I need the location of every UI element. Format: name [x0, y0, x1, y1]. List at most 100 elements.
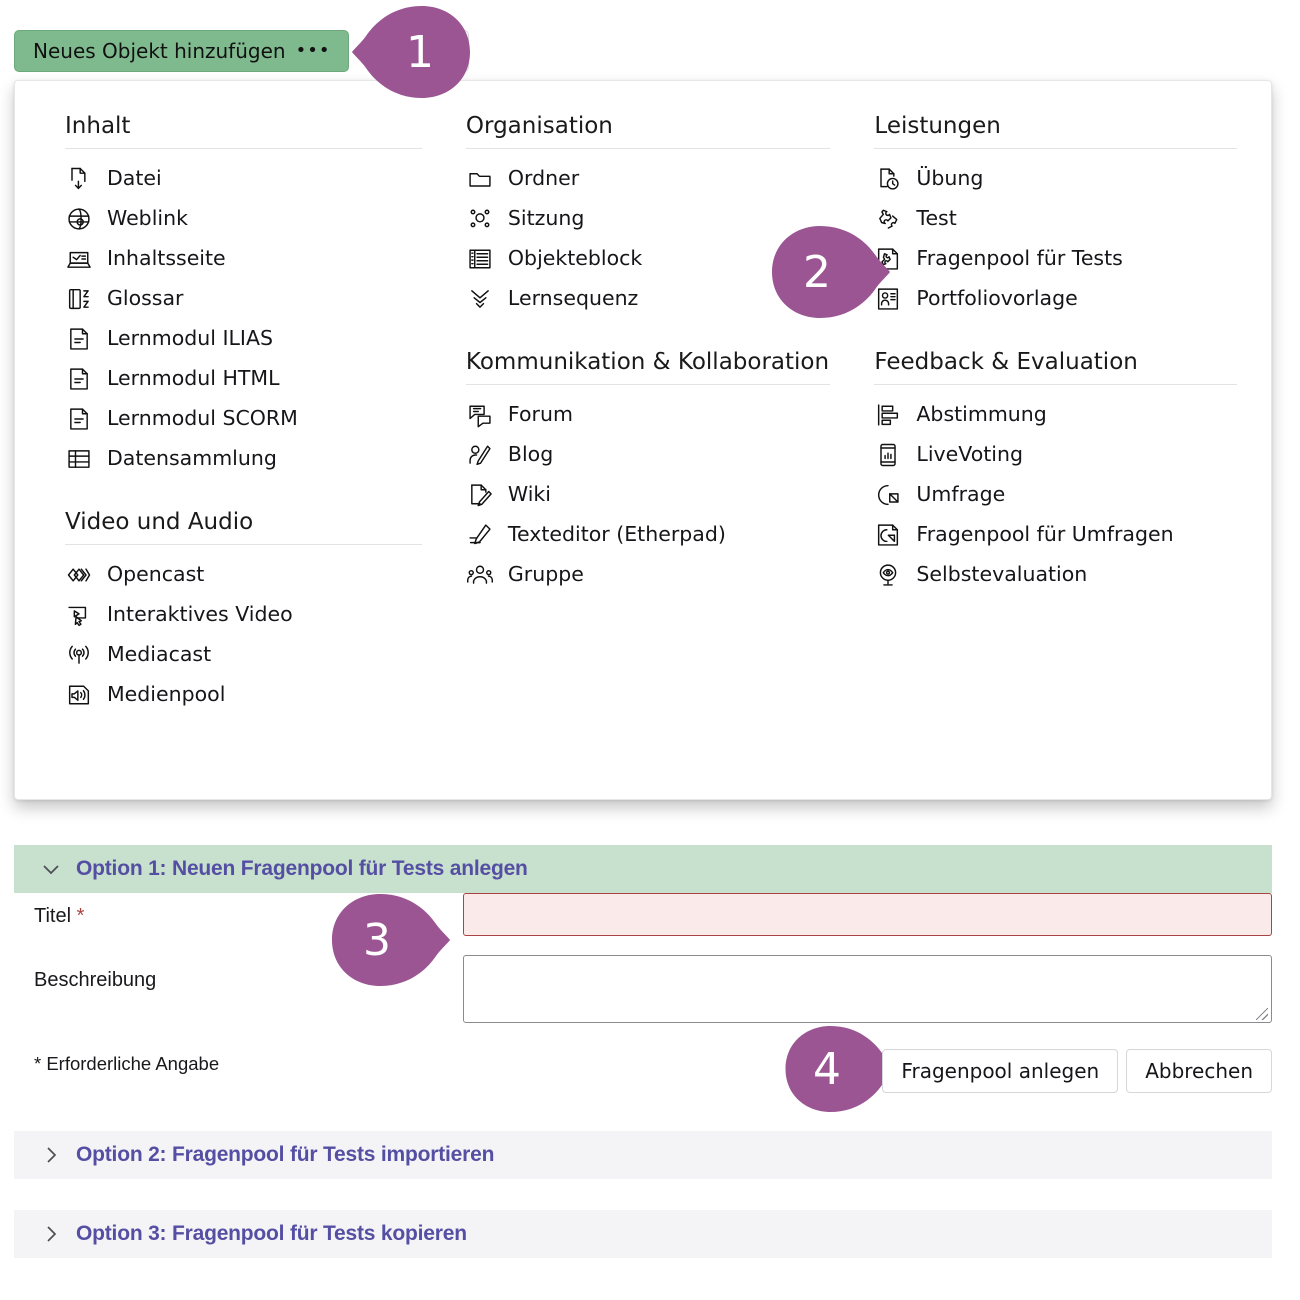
forum-speech-bubbles-icon — [466, 401, 494, 429]
self-evaluation-eye-icon — [874, 561, 902, 589]
accordion-header-option-1[interactable]: Option 1: Neuen Fragenpool für Tests anl… — [14, 845, 1272, 893]
dropdown-item[interactable]: Datensammlung — [49, 439, 422, 479]
opencast-diamonds-icon — [65, 561, 93, 589]
dropdown-item[interactable]: Test — [858, 199, 1237, 239]
dropdown-item[interactable]: Forum — [450, 395, 830, 435]
accordion-header-option-2[interactable]: Option 2: Fragenpool für Tests importier… — [14, 1131, 1272, 1179]
group-people-icon — [466, 561, 494, 589]
dropdown-item[interactable]: Sitzung — [450, 199, 830, 239]
dropdown-item-label: Lernsequenz — [507, 286, 639, 311]
learning-module-icon — [65, 365, 93, 393]
dropdown-item-label: Mediacast — [107, 642, 212, 667]
step-marker-2: 2 — [762, 226, 890, 318]
dropdown-item[interactable]: Datei — [49, 159, 422, 199]
dropdown-item-label: LiveVoting — [916, 442, 1023, 467]
portfolio-template-icon — [874, 285, 902, 313]
dropdown-group-title: Video und Audio — [65, 509, 254, 536]
media-pool-speaker-icon — [65, 681, 93, 709]
dropdown-item[interactable]: Lernmodul ILIAS — [49, 319, 422, 359]
exercise-clock-icon — [874, 165, 902, 193]
dropdown-group-divider — [65, 544, 422, 546]
mediacast-broadcast-icon — [65, 641, 93, 669]
dropdown-item-label: Sitzung — [507, 206, 585, 231]
dropdown-group-title: Feedback & Evaluation — [874, 349, 1138, 376]
dropdown-item[interactable]: Interaktives Video — [49, 595, 422, 635]
dropdown-group-title: Organisation — [465, 113, 613, 139]
wiki-page-pencil-icon — [466, 481, 494, 509]
learning-module-icon — [65, 325, 93, 353]
dropdown-item[interactable]: Gruppe — [450, 555, 830, 595]
dropdown-item-label: Weblink — [107, 206, 188, 231]
content-page-icon — [65, 245, 93, 273]
dropdown-item[interactable]: Mediacast — [49, 635, 422, 675]
dropdown-item[interactable]: Wiki — [450, 475, 830, 515]
form-row-title: Titel * — [14, 893, 1272, 955]
ellipsis-icon: ••• — [295, 40, 331, 61]
add-object-button[interactable]: Neues Objekt hinzufügen ••• — [14, 30, 350, 72]
dropdown-item[interactable]: Weblink — [49, 199, 422, 239]
interactive-video-icon — [65, 601, 93, 629]
dropdown-item[interactable]: Inhaltsseite — [49, 239, 422, 279]
description-textarea[interactable] — [463, 955, 1272, 1023]
dropdown-item-label: Inhaltsseite — [107, 246, 226, 271]
folder-icon — [466, 165, 494, 193]
dropdown-item[interactable]: Fragenpool für Tests — [858, 239, 1237, 279]
dropdown-item[interactable]: Glossar — [49, 279, 422, 319]
dropdown-item[interactable]: Umfrage — [858, 475, 1237, 515]
dropdown-item[interactable]: LiveVoting — [858, 435, 1237, 475]
blog-person-pencil-icon — [466, 441, 494, 469]
create-question-pool-form: Titel * Beschreibung * Erforderliche Ang… — [14, 893, 1272, 1113]
dropdown-item[interactable]: Lernmodul HTML — [49, 359, 422, 399]
dropdown-item-label: Forum — [507, 402, 573, 427]
dropdown-group-divider — [65, 148, 422, 150]
accordion-header-option-3[interactable]: Option 3: Fragenpool für Tests kopieren — [14, 1210, 1272, 1258]
chevron-right-icon — [40, 1144, 62, 1166]
dropdown-item[interactable]: Lernsequenz — [450, 279, 830, 319]
dropdown-item[interactable]: Portfoliovorlage — [858, 279, 1237, 319]
form-row-actions: * Erforderliche Angabe Fragenpool anlege… — [14, 1041, 1272, 1113]
dropdown-item[interactable]: Objekteblock — [450, 239, 830, 279]
dropdown-item-label: Selbstevaluation — [916, 562, 1088, 587]
dropdown-item[interactable]: Medienpool — [49, 675, 422, 715]
dropdown-item-label: Übung — [916, 166, 984, 191]
dropdown-item-label: Blog — [507, 442, 554, 467]
vote-bars-icon — [874, 401, 902, 429]
dropdown-item-label: Portfoliovorlage — [916, 286, 1078, 311]
dropdown-item-label: Opencast — [107, 562, 205, 587]
file-download-icon — [65, 165, 93, 193]
chevron-down-icon — [40, 858, 62, 880]
accordion-title-option-1: Option 1: Neuen Fragenpool für Tests anl… — [76, 857, 528, 880]
dropdown-item-label: Lernmodul HTML — [107, 366, 280, 391]
resize-handle-icon[interactable] — [1256, 1008, 1268, 1020]
dropdown-item-label: Texteditor (Etherpad) — [507, 522, 726, 547]
dropdown-item[interactable]: Ordner — [450, 159, 830, 199]
dropdown-item[interactable]: Blog — [450, 435, 830, 475]
dropdown-item-label: Gruppe — [507, 562, 584, 587]
dropdown-item[interactable]: Lernmodul SCORM — [49, 399, 422, 439]
dropdown-item-label: Datei — [107, 166, 162, 191]
glossary-az-icon — [65, 285, 93, 313]
dropdown-group-divider — [874, 384, 1237, 386]
dropdown-item[interactable]: Texteditor (Etherpad) — [450, 515, 830, 555]
required-hint: * Erforderliche Angabe — [34, 1053, 220, 1074]
cancel-button[interactable]: Abbrechen — [1126, 1049, 1272, 1093]
object-block-list-icon — [466, 245, 494, 273]
test-puzzle-icon — [874, 205, 902, 233]
dropdown-item[interactable]: Opencast — [49, 555, 422, 595]
title-input[interactable] — [463, 893, 1272, 936]
dropdown-item[interactable]: Abstimmung — [858, 395, 1237, 435]
dropdown-item[interactable]: Fragenpool für Umfragen — [858, 515, 1237, 555]
dropdown-group-title: Leistungen — [874, 113, 1001, 139]
dropdown-item-label: Datensammlung — [107, 446, 277, 471]
dropdown-group-divider — [874, 148, 1237, 150]
survey-pie-icon — [874, 481, 902, 509]
title-label: Titel * — [34, 905, 85, 927]
dropdown-item[interactable]: Selbstevaluation — [858, 555, 1237, 595]
accordion-title-option-3: Option 3: Fragenpool für Tests kopieren — [76, 1222, 467, 1245]
description-label: Beschreibung — [34, 969, 157, 991]
step-marker-1: 1 — [352, 6, 470, 98]
dropdown-item-label: Abstimmung — [916, 402, 1047, 427]
create-pool-button[interactable]: Fragenpool anlegen — [882, 1049, 1119, 1093]
dropdown-item[interactable]: Übung — [858, 159, 1237, 199]
